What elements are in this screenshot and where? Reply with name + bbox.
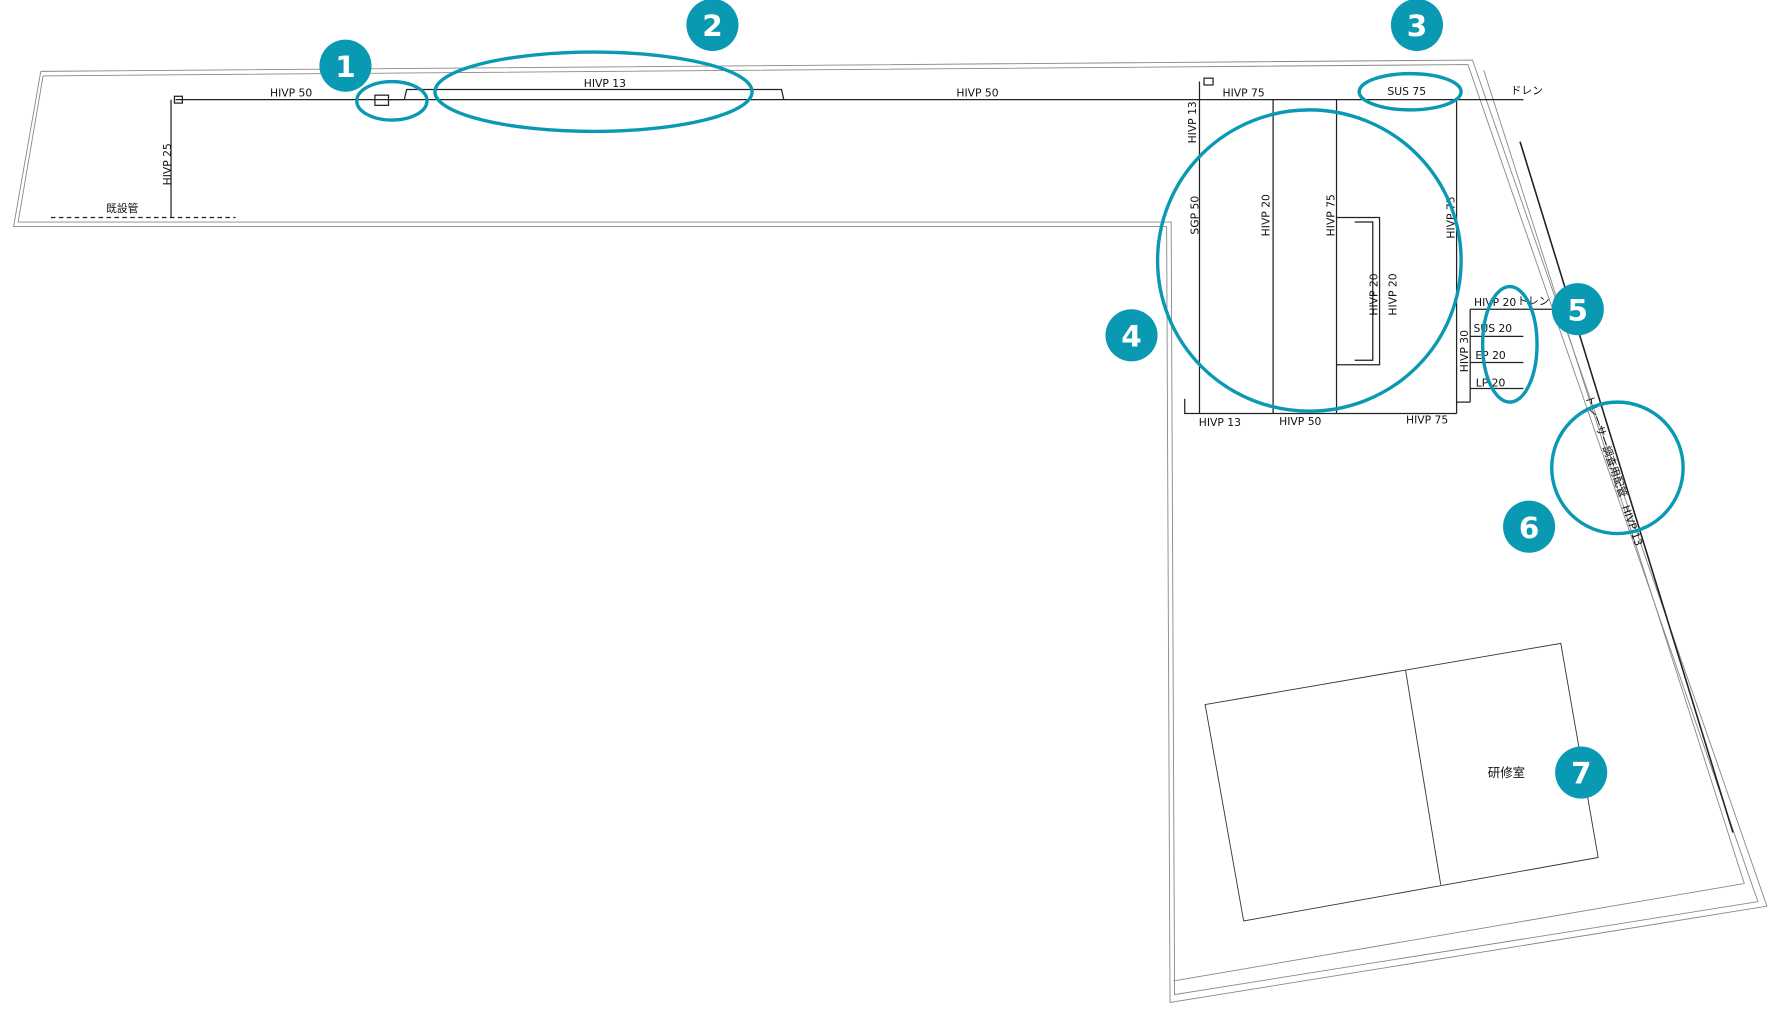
label-room: 研修室 xyxy=(1488,765,1525,780)
label-tracer-hivp13: HIVP 13 xyxy=(1619,504,1645,548)
label-ep20: EP 20 xyxy=(1475,349,1506,362)
svg-text:1: 1 xyxy=(335,50,355,84)
highlight-4 xyxy=(1155,108,1463,413)
label-main-hivp75: HIVP 75 xyxy=(1223,86,1265,99)
label-main-hivp50-mid: HIVP 50 xyxy=(956,86,998,99)
label-hivp20-vert: HIVP 20 xyxy=(1260,194,1273,236)
highlight-3 xyxy=(1357,71,1463,112)
label-existing-pipe: 既設管 xyxy=(106,202,138,215)
label-hivp20-branch: HIVP 20 xyxy=(1474,296,1516,309)
highlight-1 xyxy=(355,79,429,122)
marker-2: 2 xyxy=(686,0,739,51)
marker-5: 5 xyxy=(1551,283,1604,336)
label-drain-branch: ドレン xyxy=(1517,295,1549,308)
marker-3: 3 xyxy=(1390,0,1443,51)
svg-text:6: 6 xyxy=(1519,511,1539,545)
label-hivp25: HIVP 25 xyxy=(161,143,174,185)
svg-text:7: 7 xyxy=(1571,757,1591,791)
label-sgp50: SGP 50 xyxy=(1188,196,1201,235)
highlight-2 xyxy=(433,50,754,134)
label-drain-top: ドレン xyxy=(1511,84,1543,97)
label-hivp20-loop-a: HIVP 20 xyxy=(1367,273,1380,315)
building-outline xyxy=(13,59,1768,1004)
marker-6: 6 xyxy=(1503,500,1556,553)
pipe-labels: HIVP 50 HIVP 13 HIVP 50 HIVP 75 SUS 75 ド… xyxy=(106,77,1645,780)
highlight-5 xyxy=(1480,284,1539,404)
label-hivp75-vert: HIVP 75 xyxy=(1324,194,1337,236)
label-hivp13-top: HIVP 13 xyxy=(584,77,626,90)
pipes xyxy=(50,77,1734,833)
svg-text:3: 3 xyxy=(1407,9,1427,43)
label-hivp13-vert: HIVP 13 xyxy=(1186,101,1199,143)
training-room xyxy=(1204,642,1599,922)
label-bottom-hivp75: HIVP 75 xyxy=(1406,414,1448,427)
marker-4: 4 xyxy=(1105,309,1158,362)
label-bottom-hivp13: HIVP 13 xyxy=(1199,416,1241,429)
label-hivp20-loop-b: HIVP 20 xyxy=(1387,273,1400,315)
label-sus20: SUS 20 xyxy=(1474,322,1513,335)
label-hivp75-right: HIVP 75 xyxy=(1444,196,1457,238)
svg-text:2: 2 xyxy=(702,9,722,43)
label-main-hivp50: HIVP 50 xyxy=(270,86,312,99)
highlight-6 xyxy=(1550,400,1685,536)
highlights xyxy=(355,50,1685,536)
label-bottom-hivp50: HIVP 50 xyxy=(1279,415,1321,428)
label-hivp30: HIVP 30 xyxy=(1458,330,1471,372)
svg-text:5: 5 xyxy=(1568,293,1588,327)
label-sus75: SUS 75 xyxy=(1387,85,1426,98)
svg-text:4: 4 xyxy=(1121,319,1141,353)
marker-7: 7 xyxy=(1555,746,1608,799)
marker-1: 1 xyxy=(319,39,372,92)
